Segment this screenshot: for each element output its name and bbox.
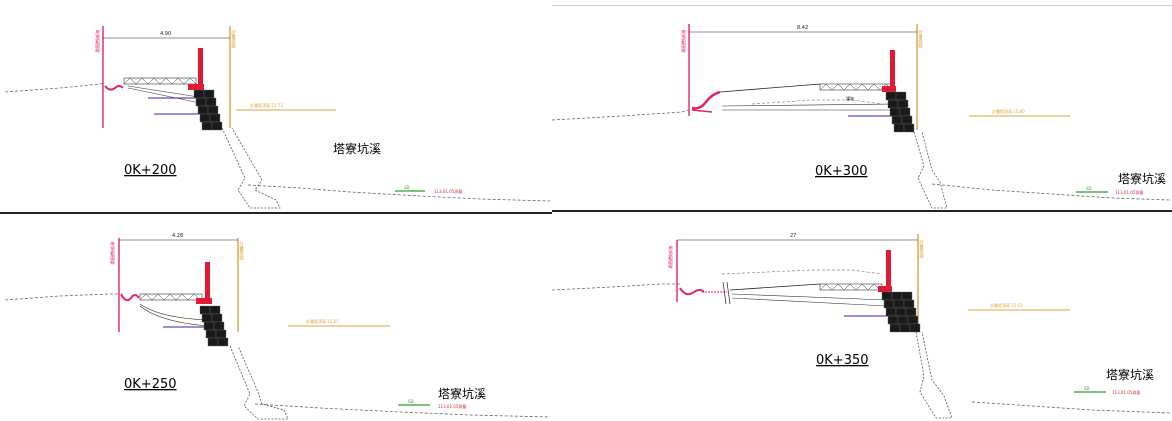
cross-section-drawing: 用地範圍線 計畫堤線 4.28 計畫堤頂高 15.67 0K+250 塔寮坑溪 … (4, 233, 551, 420)
creek-name: 塔寮坑溪 (333, 141, 381, 156)
water-level-symbol: SD (1086, 186, 1092, 191)
land-boundary-label: 用地範圍線 (95, 30, 100, 53)
station-label: 0K+350 (816, 353, 869, 368)
width-dimension: 4.90 (160, 31, 171, 37)
existing-wall-marker (104, 85, 124, 91)
rock-revetment (881, 291, 921, 333)
section-panel-0k350: 用地範圍線 計畫堤線 27 計畫堤頂高 15.53 0K+350 塔寮坑溪 SD… (552, 212, 1172, 421)
parapet-wall (890, 50, 895, 90)
section-panel-0k200: 用地範圍線 計畫堤線 4.90 計畫堤頂高 15.73 0K+200 塔寮坑溪 … (0, 0, 552, 212)
plan-levee-label: 計畫堤線 (919, 239, 924, 259)
existing-wall-marker (691, 90, 721, 110)
width-dimension: 8.42 (797, 25, 808, 31)
plan-crest-label: 計畫堤頂高 15.60 (992, 108, 1025, 114)
station-label: 0K+300 (815, 164, 868, 179)
embankment-slope (915, 331, 953, 419)
station-label: 0K+200 (124, 163, 177, 178)
section-panel-0k300: 用地範圍線 計畫堤線 8.42 護坡 計畫堤頂高 15.60 0K+300 塔寮… (552, 6, 1172, 210)
existing-wall-marker (679, 287, 705, 296)
horizontal-divider-right (552, 210, 1172, 212)
water-level-text: 113.01.05測量 (438, 403, 466, 409)
rock-revetment (199, 305, 229, 347)
creek-name: 塔寮坑溪 (1118, 171, 1166, 186)
existing-ground-right (931, 183, 1171, 201)
crest-structure (139, 293, 203, 301)
top-edge-right (552, 5, 1172, 6)
plan-crest-label: 計畫堤頂高 15.73 (250, 102, 283, 108)
cross-section-drawing: 用地範圍線 計畫堤線 8.42 護坡 計畫堤頂高 15.60 0K+300 塔寮… (552, 24, 1171, 209)
horizontal-divider-left (0, 212, 552, 214)
land-boundary-label: 用地範圍線 (681, 30, 686, 53)
plan-crest-label: 計畫堤頂高 15.53 (990, 302, 1023, 308)
plan-crest-label: 計畫堤頂高 15.67 (306, 318, 339, 324)
parapet-wall (886, 250, 891, 292)
station-label: 0K+250 (124, 377, 177, 392)
cross-section-drawing: 用地範圍線 計畫堤線 4.90 計畫堤頂高 15.73 0K+200 塔寮坑溪 … (4, 26, 551, 209)
section-panel-0k250: 用地範圍線 計畫堤線 4.28 計畫堤頂高 15.67 0K+250 塔寮坑溪 … (0, 214, 552, 421)
break-mark (722, 281, 727, 305)
cross-section-drawing: 用地範圍線 計畫堤線 27 計畫堤頂高 15.53 0K+350 塔寮坑溪 SD… (552, 233, 1171, 419)
plan-levee-label: 計畫堤線 (918, 29, 923, 49)
land-boundary-label: 用地範圍線 (110, 242, 115, 265)
existing-ground-right (971, 401, 1171, 414)
water-level-text: 113.01.05測量 (1112, 389, 1140, 395)
plan-levee-label: 計畫堤線 (231, 29, 236, 49)
water-level-symbol: SD (1084, 386, 1090, 391)
land-boundary-label: 用地範圍線 (668, 246, 673, 269)
water-level-text: 113.01.05測量 (434, 188, 462, 194)
embankment-slope (221, 127, 281, 209)
water-level-symbol: SD (404, 185, 410, 190)
existing-ground-left (552, 283, 682, 291)
plan-levee-label: 計畫堤線 (239, 241, 244, 261)
existing-ground-right (247, 184, 551, 202)
slope-label: 護坡 (846, 95, 854, 101)
creek-name: 塔寮坑溪 (438, 386, 486, 401)
rock-revetment (193, 89, 223, 131)
existing-ground-left (4, 293, 118, 301)
existing-ground-left (4, 82, 105, 93)
width-dimension: 4.28 (172, 233, 183, 239)
rock-revetment (885, 91, 915, 133)
water-level-symbol: SD (408, 399, 414, 404)
existing-ground-left (552, 109, 689, 121)
water-level-text: 113.01.05測量 (1115, 189, 1143, 195)
existing-wall-marker (120, 293, 140, 302)
width-dimension: 27 (790, 233, 796, 239)
creek-name: 塔寮坑溪 (1106, 367, 1154, 382)
parapet-wall (198, 48, 203, 88)
parapet-wall (205, 262, 210, 304)
existing-ground-right (254, 403, 551, 418)
embankment-slope (913, 131, 948, 209)
embankment-slope (229, 345, 289, 420)
